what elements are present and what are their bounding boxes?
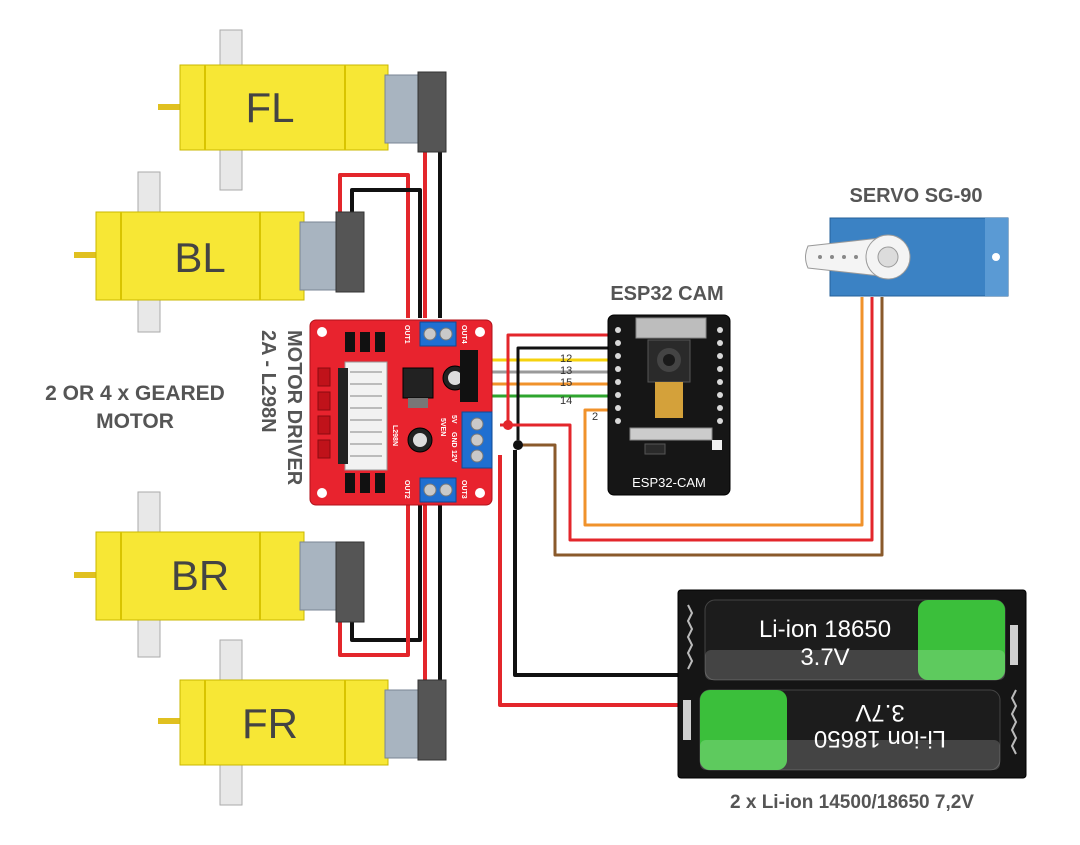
motor-driver-board: L298N OUT1 OUT4 OUT2 OUT3 5VEN 12V GND 5… [309,319,493,506]
wires [338,150,884,707]
driver-12v-label: 12V [450,450,457,463]
wire-servo-vcc [500,297,874,542]
wire-esp-5v [506,333,610,425]
driver-gnd-label: GND [450,432,457,448]
motor-fl: FL [158,29,447,191]
esp32-pin-12: 12 [560,353,572,365]
esp32-pin-14: 14 [560,395,572,407]
servo-title: SERVO SG-90 [849,185,982,207]
battery-pack [677,589,1027,779]
driver-title-line1: MOTOR DRIVER [283,330,305,486]
motor-bl-label: BL [174,234,225,281]
esp32-pin-15: 15 [560,377,572,389]
motor-fr: FR [158,639,447,806]
motor-fr-label: FR [242,700,298,747]
junction-red [503,420,513,430]
wire-bl-red [338,173,410,318]
wire-br-black [350,505,422,642]
battery-caption: 2 x Li-ion 14500/18650 7,2V [730,792,974,813]
motor-fl-label: FL [245,84,294,131]
esp32-cam-board: ESP32-CAM [607,314,731,496]
driver-5v-label: 5V [450,415,457,424]
driver-out4-label: OUT4 [460,325,467,344]
esp32-pin-13: 13 [560,365,572,377]
esp32-pin-2: 2 [592,411,598,423]
battery-cell2-labels: Li-ion 18650 3.7V [814,699,946,752]
motor-caption-line1: 2 OR 4 x GEARED [45,382,225,405]
wire-bl-black [350,188,422,318]
driver-en-label: 5VEN [439,418,446,436]
esp32-title: ESP32 CAM [610,283,723,305]
wire-servo-signal [583,297,864,527]
driver-out1-label: OUT1 [403,325,410,344]
wire-esp-gnd [516,346,610,440]
driver-title-line2: 2A - L298N [257,330,279,433]
servo-sg90 [805,217,1009,297]
motor-br-label: BR [171,552,229,599]
battery-cell2-line1: Li-ion 18650 [814,725,946,752]
driver-chip-label: L298N [391,425,398,446]
motor-br: BR [74,491,365,658]
junction-black [513,440,523,450]
motor-driver-title: MOTOR DRIVER 2A - L298N [257,330,305,486]
wire-br-red [338,505,410,657]
wire-battery-black [513,450,690,677]
esp32-board-label: ESP32-CAM [632,475,706,490]
driver-out2-label: OUT2 [403,480,410,499]
motor-caption-line2: MOTOR [96,410,174,433]
driver-out3-label: OUT3 [460,480,467,499]
motor-bl: BL [74,171,365,333]
battery-cell2-line2: 3.7V [855,699,904,726]
wire-servo-gnd [520,297,884,557]
battery-cell1-line1: Li-ion 18650 [759,616,891,643]
wire-battery-red [498,455,690,707]
battery-cell1-line2: 3.7V [800,644,849,671]
